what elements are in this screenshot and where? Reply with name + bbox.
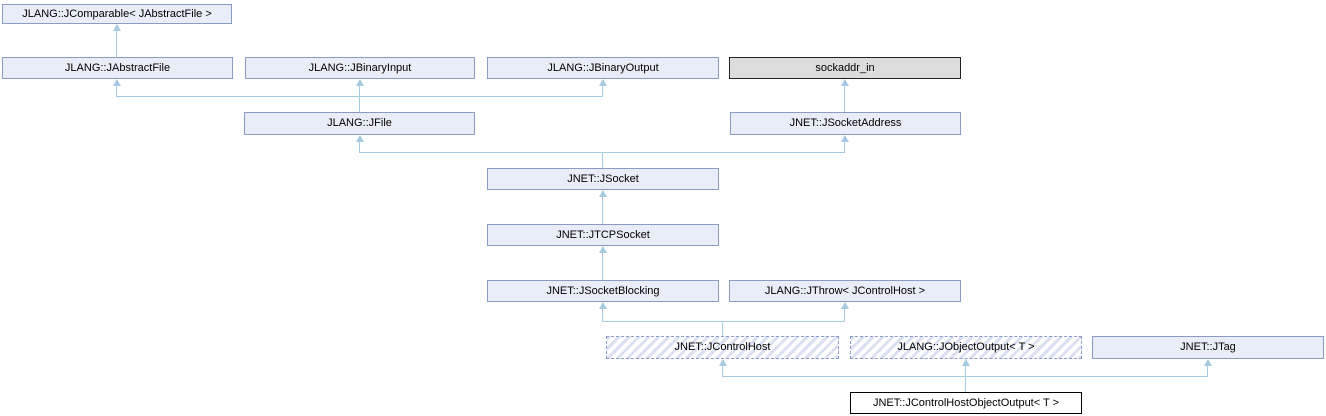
inheritance-arrow (841, 135, 849, 142)
edge-line (965, 365, 966, 392)
node-jnet-jsocketblocking[interactable]: JNET::JSocketBlocking (487, 280, 719, 302)
node-jnet-jtcpsocket[interactable]: JNET::JTCPSocket (487, 224, 719, 246)
inheritance-arrow (113, 24, 121, 31)
inheritance-arrow (599, 246, 607, 253)
edge-line (1207, 365, 1208, 377)
node-label: sockaddr_in (815, 61, 875, 74)
node-jlang-jbinaryoutput[interactable]: JLANG::JBinaryOutput (487, 57, 719, 79)
node-jlang-jabstractfile[interactable]: JLANG::JAbstractFile (2, 57, 233, 79)
edge-line (602, 321, 845, 322)
node-sockaddr-in: sockaddr_in (729, 57, 961, 79)
node-label: JNET::JSocketAddress (789, 117, 902, 129)
edge-line (359, 141, 360, 152)
inheritance-arrow (599, 190, 607, 197)
edge-line (602, 85, 603, 96)
node-label: JLANG::JFile (327, 117, 392, 129)
edge-line (722, 365, 723, 377)
node-label: JNET::JControlHostObjectOutput< T > (872, 396, 1060, 409)
edge-line (602, 308, 603, 321)
node-label: JNET::JTag (1180, 341, 1236, 353)
node-label: JNET::JTCPSocket (556, 228, 650, 241)
inheritance-arrow (719, 359, 727, 366)
node-label: JLANG::JThrow< JControlHost > (764, 284, 926, 297)
edge-line (116, 30, 117, 57)
node-jnet-jcontrolhostobjectoutput: JNET::JControlHostObjectOutput< T > (850, 392, 1082, 414)
inheritance-arrow (841, 79, 849, 86)
edge-line (602, 252, 603, 280)
inheritance-arrow (962, 359, 970, 366)
inheritance-arrow (841, 302, 849, 309)
edge-line (844, 85, 845, 112)
inheritance-arrow (599, 79, 607, 86)
node-jnet-jcontrolhost[interactable]: JNET::JControlHost (606, 336, 839, 359)
node-jlang-jcomparable-jabstractfile[interactable]: JLANG::JComparable< JAbstractFile > (2, 4, 232, 24)
node-label: JNET::JControlHost (674, 341, 771, 353)
edge-line (602, 152, 603, 168)
node-jlang-jbinaryinput[interactable]: JLANG::JBinaryInput (245, 57, 475, 79)
inheritance-arrow (599, 302, 607, 309)
edge-line (844, 308, 845, 321)
node-label: JNET::JSocketBlocking (546, 284, 660, 297)
edge-line (116, 85, 117, 96)
node-label: JLANG::JObjectOutput< T > (897, 341, 1035, 353)
node-label: JLANG::JBinaryOutput (547, 61, 659, 74)
node-jnet-jsocketaddress[interactable]: JNET::JSocketAddress (730, 112, 961, 135)
edge-line (722, 376, 1208, 377)
node-jnet-jtag[interactable]: JNET::JTag (1092, 336, 1324, 359)
node-jlang-jobjectoutput[interactable]: JLANG::JObjectOutput< T > (850, 336, 1082, 359)
inheritance-arrow (113, 79, 121, 86)
edge-line (722, 321, 723, 336)
edge-line (116, 96, 603, 97)
node-label: JNET::JSocket (567, 172, 639, 185)
node-label: JLANG::JAbstractFile (64, 61, 171, 74)
inheritance-arrow (356, 135, 364, 142)
node-label: JLANG::JBinaryInput (308, 61, 412, 74)
node-jlang-jfile[interactable]: JLANG::JFile (244, 112, 475, 135)
edge-line (844, 141, 845, 152)
node-jlang-jthrow-jcontrolhost[interactable]: JLANG::JThrow< JControlHost > (729, 280, 961, 302)
node-jnet-jsocket[interactable]: JNET::JSocket (487, 168, 719, 190)
edge-line (602, 196, 603, 224)
edge-line (359, 85, 360, 112)
node-label: JLANG::JComparable< JAbstractFile > (22, 7, 212, 20)
inheritance-arrow (1204, 359, 1212, 366)
inheritance-arrow (356, 79, 364, 86)
